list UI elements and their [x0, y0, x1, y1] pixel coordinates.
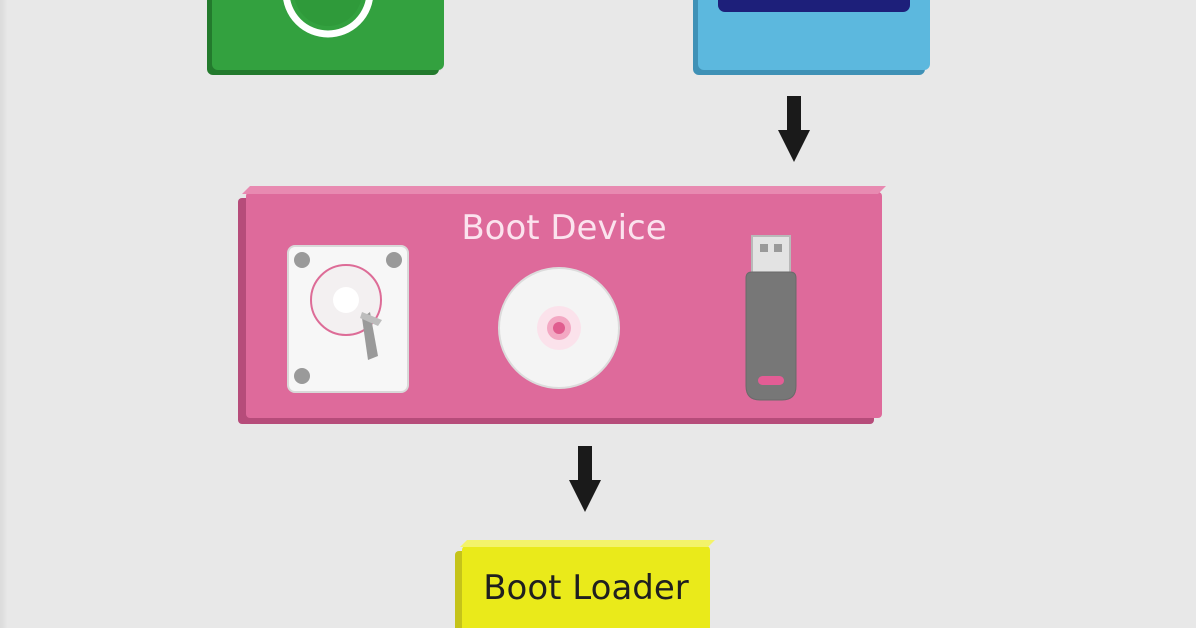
boot-loader-title: Boot Loader	[483, 568, 689, 608]
power-icon	[283, 0, 373, 38]
arrow-down-icon	[569, 446, 601, 512]
boot-device-title: Boot Device	[461, 208, 667, 248]
usb-drive-icon	[745, 235, 797, 401]
power-on-block	[212, 0, 444, 70]
boot-loader-block: Boot Loader	[462, 546, 710, 628]
bios-screen-icon	[718, 0, 910, 12]
bios-block	[698, 0, 930, 70]
optical-disc-icon	[498, 267, 620, 389]
hard-drive-icon	[287, 245, 409, 393]
arrow-down-icon	[778, 96, 810, 162]
boot-device-block: Boot Device	[246, 192, 882, 418]
